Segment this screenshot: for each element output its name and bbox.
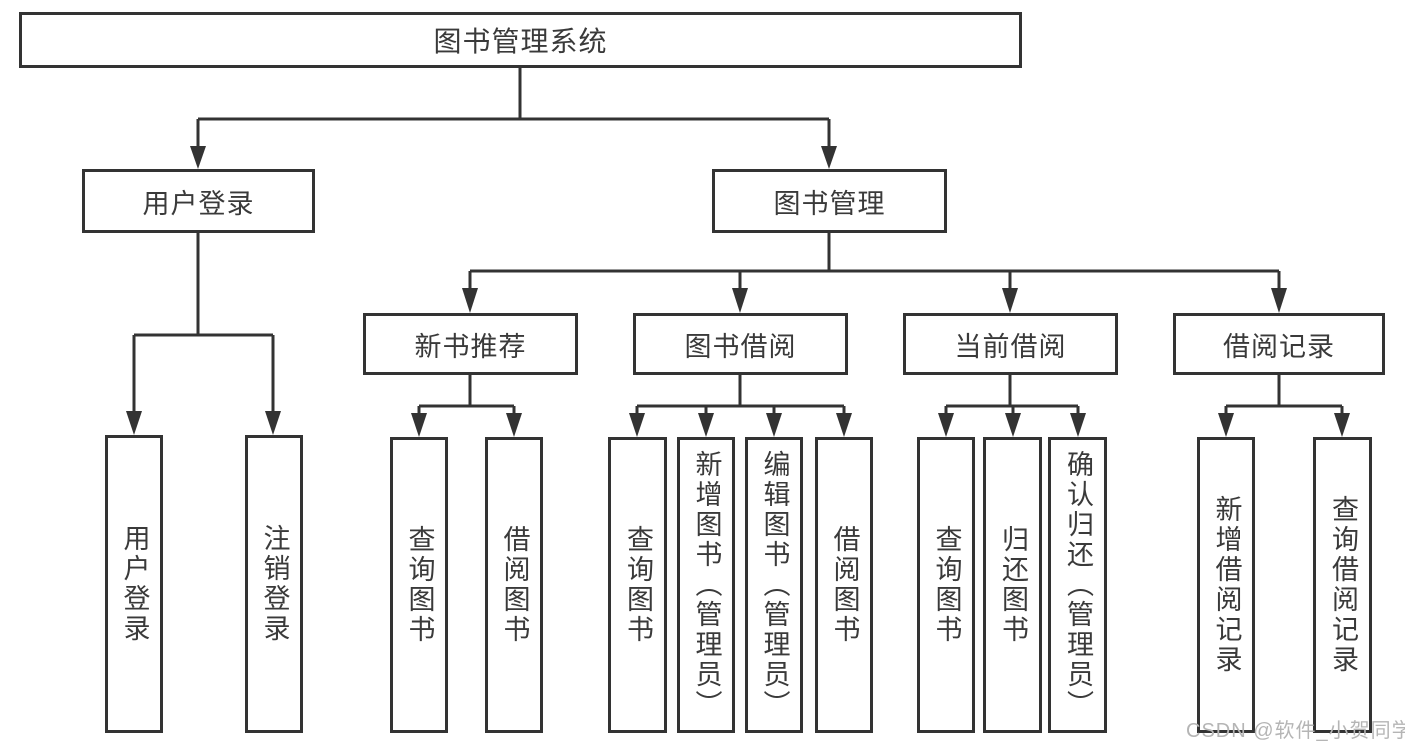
node-leaf-bb-add-book-admin: 新增图书（管理员）	[677, 437, 735, 733]
arrowhead	[1218, 413, 1234, 437]
node-borrow-record: 借阅记录	[1173, 313, 1385, 375]
arrowhead	[938, 413, 954, 437]
node-leaf-bb-borrow-book: 借阅图书	[815, 437, 873, 733]
node-book-borrow: 图书借阅	[633, 313, 848, 375]
node-leaf-br-query-record: 查询借阅记录	[1313, 437, 1372, 733]
node-leaf-cb-query-book: 查询图书	[917, 437, 975, 733]
arrowhead	[1334, 413, 1350, 437]
arrowhead	[836, 413, 852, 437]
arrowhead	[265, 411, 281, 435]
connector-user-login-branch	[126, 233, 281, 435]
node-user-login: 用户登录	[82, 169, 315, 233]
csdn-watermark: CSDN @软件_小贺同学	[1186, 720, 1405, 742]
node-leaf-bb-edit-book-admin: 编辑图书（管理员）	[745, 437, 803, 733]
arrowhead	[1070, 413, 1086, 437]
node-leaf-bb-query-book: 查询图书	[608, 437, 667, 733]
arrowhead	[1002, 288, 1018, 313]
leaf-label: 查询图书	[623, 525, 653, 645]
connector-book-borrow-branch	[629, 375, 852, 437]
node-book-mgmt: 图书管理	[712, 169, 947, 233]
leaf-label: 注销登录	[259, 524, 290, 644]
leaf-label: 确认归还（管理员）	[1063, 450, 1093, 720]
arrowhead	[1005, 413, 1021, 437]
connector-new-book-rec-branch	[411, 375, 522, 437]
node-leaf-rec-borrow-book: 借阅图书	[485, 437, 543, 733]
connector-current-borrow-branch	[938, 375, 1086, 437]
leaf-label: 新增图书（管理员）	[691, 450, 722, 720]
arrowhead	[1271, 288, 1287, 313]
connector-book-mgmt-branch	[462, 233, 1287, 313]
arrowhead	[462, 288, 478, 313]
arrowhead	[190, 146, 206, 169]
arrowhead	[629, 413, 645, 437]
leaf-label: 用户登录	[119, 524, 150, 644]
arrowhead	[698, 413, 714, 437]
leaf-label: 借阅图书	[499, 525, 530, 645]
node-leaf-cb-confirm-return-admin: 确认归还（管理员）	[1048, 437, 1107, 733]
node-leaf-cb-return-book: 归还图书	[983, 437, 1042, 733]
arrowhead	[732, 288, 748, 313]
node-leaf-logout: 注销登录	[245, 435, 303, 733]
node-leaf-user-login: 用户登录	[105, 435, 163, 733]
arrowhead	[506, 413, 522, 437]
node-leaf-br-add-record: 新增借阅记录	[1197, 437, 1255, 733]
leaf-label: 查询借阅记录	[1328, 495, 1358, 675]
leaf-label: 新增借阅记录	[1211, 495, 1242, 675]
arrowhead	[411, 413, 427, 437]
connector-borrow-record-branch	[1218, 375, 1350, 437]
arrowhead	[126, 411, 142, 435]
arrowhead	[766, 413, 782, 437]
arrowhead	[821, 146, 837, 169]
node-root: 图书管理系统	[19, 12, 1022, 68]
connector-root-branch	[190, 68, 837, 169]
leaf-label: 查询图书	[404, 525, 435, 645]
node-current-borrow: 当前借阅	[903, 313, 1118, 375]
leaf-label: 查询图书	[931, 525, 962, 645]
leaf-label: 借阅图书	[829, 525, 860, 645]
node-leaf-rec-query-book: 查询图书	[390, 437, 448, 733]
leaf-label: 编辑图书（管理员）	[759, 450, 790, 720]
node-new-book-rec: 新书推荐	[363, 313, 578, 375]
leaf-label: 归还图书	[998, 525, 1028, 645]
